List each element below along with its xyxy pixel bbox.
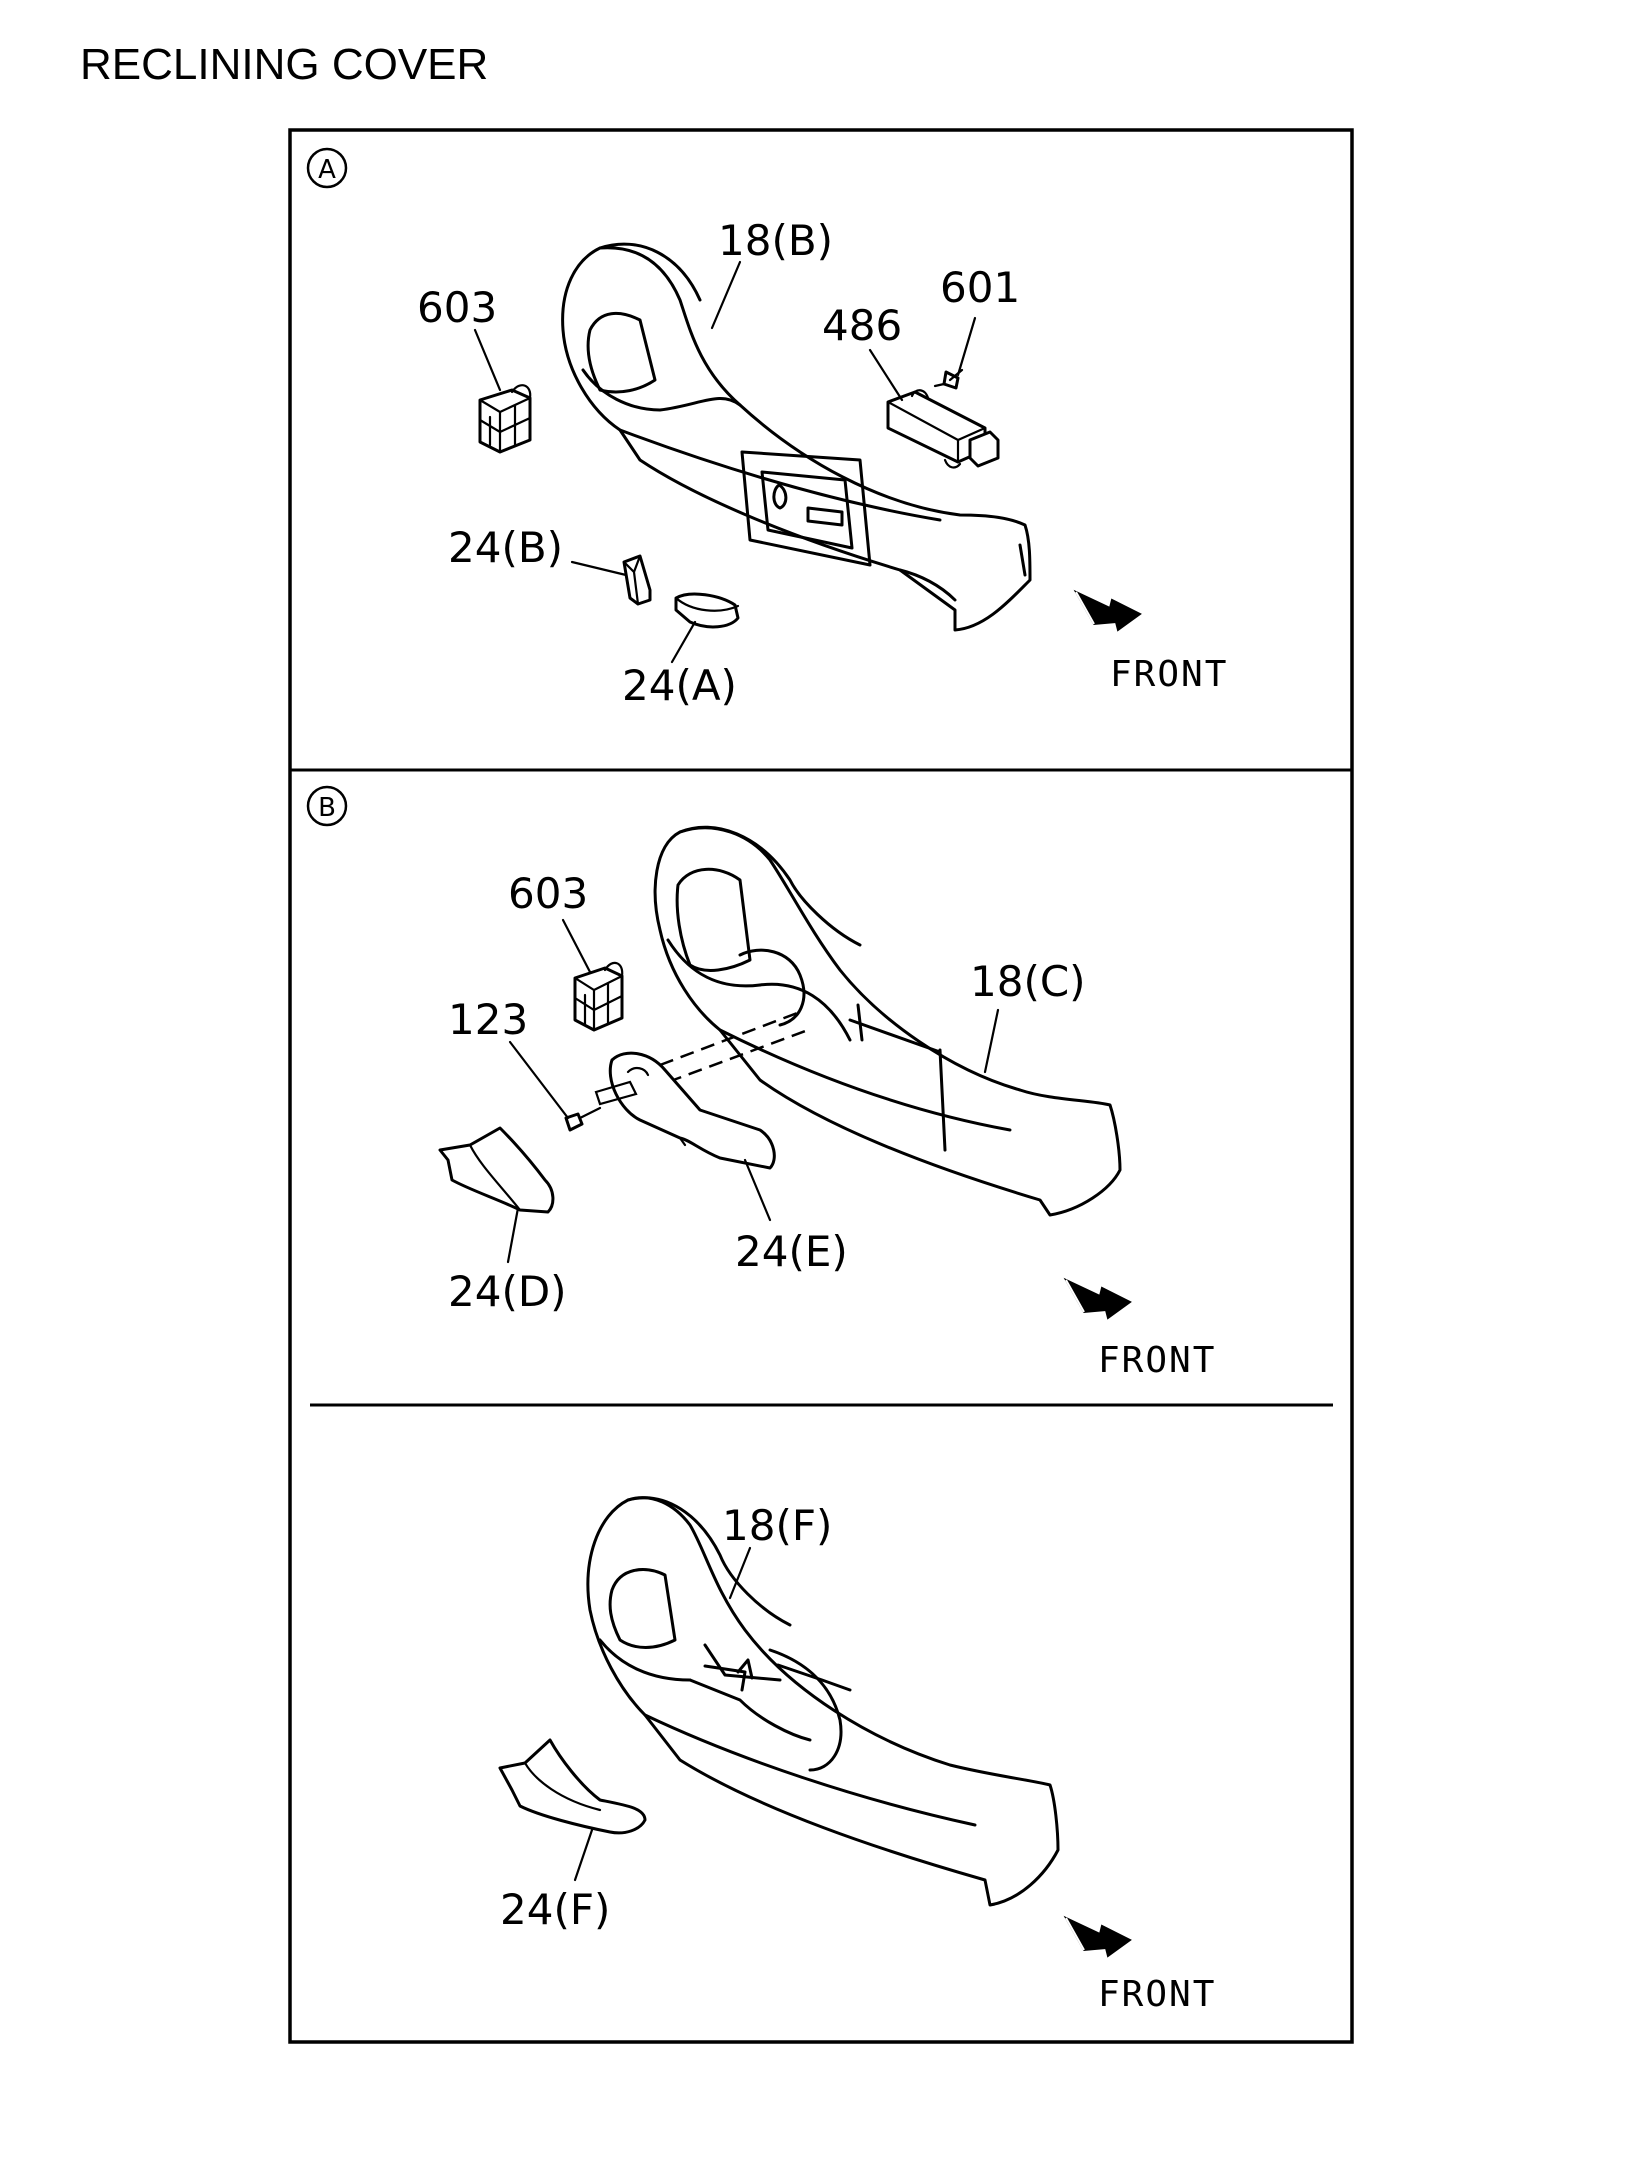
leader-24f (573, 1828, 594, 1882)
leader-603-a (473, 328, 502, 392)
label-603-a: 603 (417, 283, 497, 332)
label-123: 123 (448, 995, 528, 1044)
label-24b: 24(B) (448, 523, 563, 572)
panel-marker-a: A (306, 147, 348, 189)
page-title: RECLINING COVER (80, 40, 489, 89)
cover-24f (498, 1738, 647, 1835)
label-24f: 24(F) (500, 1885, 610, 1934)
clip-603-b (573, 961, 624, 1032)
leader-18f (728, 1546, 752, 1600)
label-24a: 24(A) (622, 661, 737, 710)
leader-24b (570, 560, 628, 577)
circled-letter-icon (306, 785, 348, 827)
panel-b: B (306, 785, 1216, 1381)
leader-24d (506, 1206, 520, 1264)
leader-24e (743, 1158, 772, 1222)
recline-cover-18c (653, 825, 1122, 1217)
front-label-b: FRONT (1098, 1340, 1216, 1381)
knob-24b (622, 554, 652, 606)
leader-18b (710, 260, 742, 330)
screw-123 (564, 1080, 638, 1132)
leader-486 (868, 348, 904, 402)
front-label-a: FRONT (1110, 654, 1228, 695)
panel-marker-b-text: B (318, 793, 336, 823)
lever-cover-24e (608, 1051, 776, 1170)
panel-marker-a-text: A (318, 155, 336, 185)
label-18f: 18(F) (722, 1501, 832, 1550)
front-label-c: FRONT (1098, 1974, 1216, 2015)
cover-24d (438, 1126, 555, 1214)
diagram-frame (288, 128, 1354, 2044)
recline-cover-18b (561, 242, 1032, 632)
clip-603-a (478, 384, 532, 454)
leader-18c (983, 1008, 1000, 1074)
label-24d: 24(D) (448, 1267, 567, 1316)
front-arrow-icon (1063, 1277, 1132, 1320)
label-18b: 18(B) (718, 216, 833, 265)
front-arrow-icon (1063, 1915, 1132, 1958)
leader-123 (508, 1040, 570, 1120)
leader-601 (956, 316, 977, 377)
leader-24a (670, 620, 697, 664)
panel-marker-b: B (306, 785, 348, 827)
cap-24a (674, 592, 740, 629)
label-486: 486 (822, 301, 902, 350)
panel-c: 18(F) 24(F) FRONT (498, 1496, 1216, 2015)
label-603-b: 603 (508, 869, 588, 918)
recline-cover-18f (586, 1496, 1060, 1907)
leader-603-b (561, 918, 592, 974)
front-arrow-icon (1073, 589, 1142, 632)
axis-dashed-1 (659, 1010, 801, 1067)
label-601: 601 (940, 263, 1020, 312)
panel-a: A (306, 147, 1228, 710)
circled-letter-icon (306, 147, 348, 189)
label-18c: 18(C) (970, 957, 1086, 1006)
label-24e: 24(E) (735, 1227, 848, 1276)
switch-486 (886, 389, 1000, 469)
axis-dashed-2 (667, 1028, 809, 1084)
